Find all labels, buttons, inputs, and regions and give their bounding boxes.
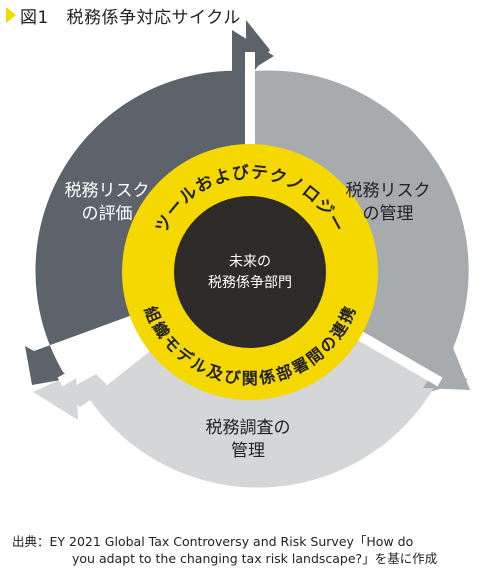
segment-audit-line1: 税務調査の xyxy=(206,418,291,438)
segment-audit-line2: 管理 xyxy=(231,441,265,461)
triangle-marker-icon xyxy=(6,7,16,23)
segment-management-line2: の管理 xyxy=(363,204,414,224)
center-label-line1: 未来の xyxy=(229,254,271,270)
figure-label: 図1 xyxy=(20,7,49,28)
segment-management-line1: 税務リスク xyxy=(346,181,431,201)
source-line1: 出典：EY 2021 Global Tax Controversy and Ri… xyxy=(12,534,414,549)
center-label-line2: 税務係争部門 xyxy=(208,275,292,291)
source-line2: you adapt to the changing tax risk lands… xyxy=(72,551,438,566)
segment-evaluation-line1: 税務リスク xyxy=(65,181,150,201)
figure-title: 税務係争対応サイクル xyxy=(66,7,241,28)
center-circle xyxy=(174,196,326,348)
figure-header: 図1 税務係争対応サイクル xyxy=(6,4,241,28)
source-note: 出典：EY 2021 Global Tax Controversy and Ri… xyxy=(12,533,437,567)
arrowhead-left-icon xyxy=(33,372,78,420)
segment-evaluation-line2: の評価 xyxy=(82,204,133,224)
